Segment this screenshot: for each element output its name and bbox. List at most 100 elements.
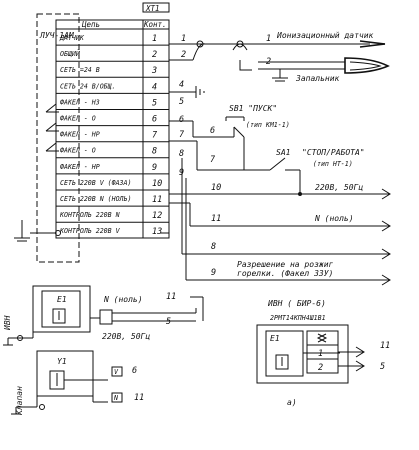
terminal-contact: 1 <box>152 34 157 44</box>
sa1-name: "СТОП/РАБОТА" <box>302 148 365 157</box>
terminal-circuit: СЕТЬ =24 В <box>60 66 100 74</box>
terminal-contact: 3 <box>151 66 157 76</box>
wire-label-9b: 9 <box>211 268 216 278</box>
col-circuit-header: Цепь <box>81 20 100 29</box>
terminal-row: ФАКЕЛ - НР 7 <box>56 125 169 141</box>
wire-label-11: 11 <box>211 214 221 224</box>
terminal-row: ФАКЕЛ - О 8 <box>56 141 169 157</box>
note-a: а) <box>287 398 297 407</box>
connector-label: 2РМТ14КПН4Ш1В1 <box>270 314 326 322</box>
terminal-circuit: ФАКЕЛ - О <box>60 147 96 155</box>
ivn-label: ИВН <box>3 315 12 331</box>
terminal-circuit: ФАКЕЛ - НР <box>60 131 100 139</box>
internal-switches <box>14 103 61 242</box>
device-name: ЛУЧ-1АМ <box>39 31 75 40</box>
sb1-type: (тип КМ1-1) <box>246 121 290 129</box>
terminal-block-tag-box <box>142 2 170 13</box>
terminal-contact: 8 <box>152 147 157 157</box>
terminal-row: СЕТЬ =24 В 3 <box>56 60 169 76</box>
device-enclosure <box>36 13 80 263</box>
wire-label-sb-in: 6 <box>210 126 215 136</box>
terminal-contact: 9 <box>152 163 157 173</box>
terminal-row: ДАТЧИК 1 <box>59 34 157 44</box>
terminal-circuit: ДАТЧИК <box>59 34 85 42</box>
wire-label-8: 8 <box>179 149 184 159</box>
sensor-pin-1: 1 <box>266 34 271 44</box>
terminal-contact: 10 <box>152 179 162 189</box>
ivn-wire-11: 11 <box>166 292 176 302</box>
valve-block: Y1 Клапан V N 6 11 <box>11 350 144 416</box>
ivn-alt-label: ИВН ( БИР-6) <box>267 299 326 308</box>
ivn-alt-pin-2: 2 <box>318 363 323 373</box>
sb1-label: SB1 "ПУСК" <box>229 104 277 113</box>
terminal-block-tag: XT1 <box>145 4 160 13</box>
terminal-contact: 11 <box>152 195 162 205</box>
sa1-type: (тип НТ-1) <box>313 160 353 168</box>
wire-label-4: 4 <box>179 80 184 90</box>
terminal-row: СЕТЬ 24 В/ОБЩ. 4 <box>56 76 169 92</box>
terminal-contact: 13 <box>152 227 162 237</box>
ivn-e1: Е1 <box>57 295 67 304</box>
ivn-neutral: N (ноль) <box>103 295 143 304</box>
wire-label-10: 10 <box>211 183 221 193</box>
valve-y1: Y1 <box>57 357 67 366</box>
terminal-circuit: ФАКЕЛ - О <box>60 115 96 123</box>
terminal-circuit: СЕТЬ 24 В/ОБЩ. <box>60 82 116 90</box>
ivn-block: Е1 ИВН N (ноль) 220В, 50Гц 11 5 <box>3 285 204 346</box>
sa1-label: SA1 <box>276 148 290 157</box>
ivn-alt-wire-5: 5 <box>380 362 385 372</box>
terminal-row: ОБЩИЙ 2 <box>56 44 169 60</box>
terminal-row: СЕТЬ 220В V (ФАЗА) 10 <box>56 173 169 189</box>
ivn-box <box>32 285 91 333</box>
terminal-row: ФАКЕЛ - О 6 <box>56 109 169 125</box>
control-circuit: 6 SB1 "ПУСК" (тип КМ1-1) 7 7 8 9 6 SA1 "… <box>160 104 391 286</box>
ivn-power: 220В, 50Гц <box>102 332 150 341</box>
terminal-row: СЕТЬ 220В N (НОЛЬ)11 <box>56 189 169 205</box>
wire-label-5: 5 <box>179 97 184 107</box>
terminal-circuit: ФАКЕЛ - НЗ <box>60 98 100 106</box>
valve-v-mark: V <box>114 368 119 376</box>
wire-label-8b: 8 <box>211 242 216 252</box>
terminal-table <box>55 19 170 239</box>
terminal-contact: 4 <box>152 82 157 92</box>
power-label: 220В, 50Гц <box>315 183 363 192</box>
valve-wire-6: 6 <box>132 366 137 376</box>
terminal-contact: 7 <box>152 131 158 141</box>
terminal-contact: 6 <box>152 115 157 125</box>
terminal-circuit: ОБЩИЙ <box>60 49 80 58</box>
terminal-circuit: КОНТРОЛЬ 220В V <box>59 227 121 235</box>
wire-label-6: 6 <box>179 115 184 125</box>
neutral-label: N (ноль) <box>314 214 354 223</box>
wire-label-7: 7 <box>179 130 185 140</box>
terminal-contact: 12 <box>152 211 162 221</box>
ivn-alt-e1: Е1 <box>270 334 280 343</box>
terminal-contact: 5 <box>152 98 157 108</box>
power-24v: 4 5 <box>169 80 205 107</box>
terminal-circuit: ФАКЕЛ - НР <box>60 163 100 171</box>
wire-label-1: 1 <box>181 34 186 44</box>
col-contact-header: Конт. <box>143 20 167 29</box>
valve-box <box>36 350 94 397</box>
ivn-wire-5: 5 <box>166 317 171 327</box>
terminal-contact: 2 <box>152 50 157 60</box>
ivn-alt-pin-1: 1 <box>318 349 323 359</box>
terminal-row: КОНТРОЛЬ 220В N 12 <box>56 205 169 221</box>
terminal-row: ФАКЕЛ - НР 9 <box>56 157 169 173</box>
terminal-row: ФАКЕЛ - НЗ 5 <box>56 92 169 108</box>
terminal-row: КОНТРОЛЬ 220В V 13 <box>56 221 169 237</box>
sensor-circuit: 1 2 1 2 Ионизационный датчик Запальник <box>169 31 390 83</box>
ivn-alt-wire-11: 11 <box>380 341 390 351</box>
permit-label-1: Разрешение на розжиг <box>237 260 334 269</box>
sensor-label: Ионизационный датчик <box>276 31 374 40</box>
igniter-label: Запальник <box>295 74 340 83</box>
valve-label: Клапан <box>15 386 24 416</box>
ivn-alt-block: ИВН ( БИР-6) 2РМТ14КПН4Ш1В1 Е1 1 2 11 5 … <box>256 299 390 407</box>
permit-label-2: горелки. (Факел ЗЗУ) <box>237 269 333 278</box>
terminal-circuit: СЕТЬ 220В V (ФАЗА) <box>60 179 131 187</box>
wire-label-2: 2 <box>181 50 186 60</box>
terminal-circuit: КОНТРОЛЬ 220В N <box>59 211 120 219</box>
wire-label-sb-out: 7 <box>210 155 216 165</box>
